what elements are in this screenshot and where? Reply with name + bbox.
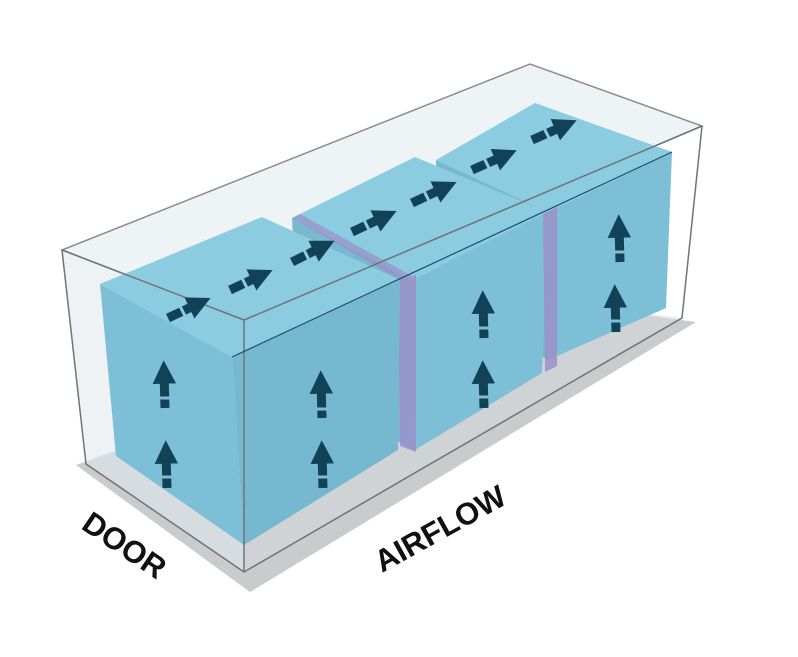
arrow-icon [530, 119, 577, 145]
top-arrow-gaps [178, 127, 552, 319]
arrow-icon [310, 440, 335, 489]
separator-2 [543, 207, 557, 372]
arrow-icon [289, 240, 335, 267]
separator-top [292, 214, 412, 282]
arrow-icon [470, 149, 517, 175]
vertical-airflow-arrows [152, 214, 632, 489]
arrow-icon [350, 210, 397, 237]
arrow-icon [471, 290, 496, 339]
arrow-icon [152, 360, 177, 409]
arrow-icon [228, 269, 273, 295]
arrow-icon [603, 284, 628, 333]
separator-1 [398, 275, 416, 452]
arrow-gaps [159, 250, 626, 479]
top-airflow-arrows [166, 119, 577, 323]
arrow-icon [410, 181, 457, 208]
arrow-icon [471, 360, 496, 409]
arrow-icon [166, 297, 211, 323]
arrow-icon [309, 370, 334, 419]
container-edges [61, 125, 703, 573]
arrow-icon [154, 440, 179, 489]
arrow-icon [607, 214, 632, 263]
